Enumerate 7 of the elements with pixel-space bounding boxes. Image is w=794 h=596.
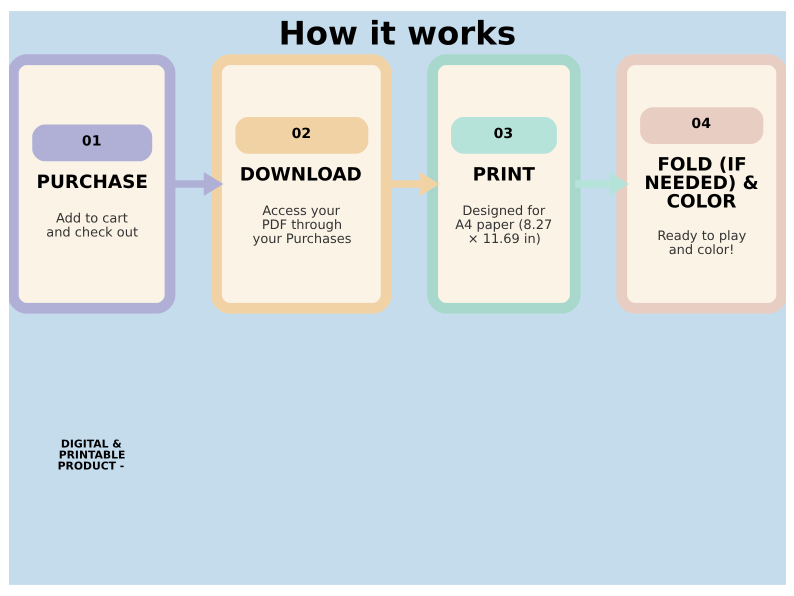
node-box: 04 FOLD (IF NEEDED) & COLOR Ready to play and color! [616, 54, 786, 314]
node-box: 03 PRINT Designed for A4 paper (8.27 × 11.69 in) [426, 54, 580, 314]
label: DIGITAL & PRINTABLE PRODUCT - [57, 438, 125, 472]
node-box: 01 PURCHASE Add to cart and check out [8, 54, 175, 314]
node-box: 02 DOWNLOAD Access your PDF through your Purchases [210, 54, 392, 314]
arrow [574, 172, 628, 196]
diagram-title: How it works [278, 14, 516, 53]
